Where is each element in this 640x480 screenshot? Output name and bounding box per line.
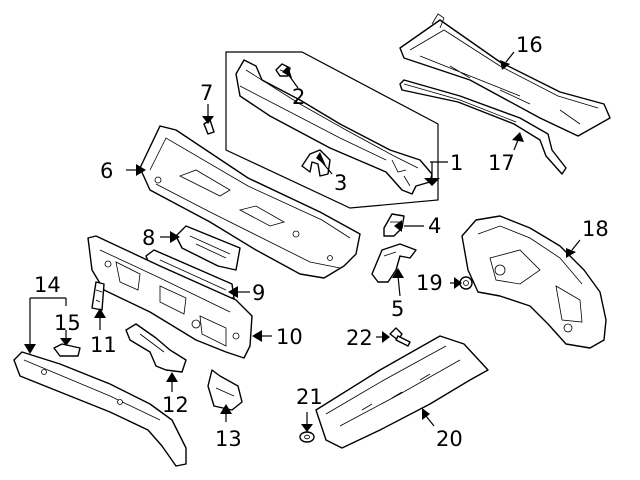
callout-9: 9 — [252, 281, 265, 305]
part-1-group-box — [225, 51, 439, 209]
part-19-grommet — [459, 276, 473, 290]
callout-21: 21 — [296, 385, 323, 409]
part-13-bracket — [207, 369, 243, 411]
callout-7: 7 — [200, 81, 213, 105]
part-12-bracket — [125, 323, 187, 373]
callout-19: 19 — [416, 271, 443, 295]
callout-12: 12 — [162, 393, 189, 417]
callout-3: 3 — [334, 171, 347, 195]
callout-14: 14 — [34, 273, 61, 297]
callout-labels: 1 2 3 4 5 6 7 8 9 10 11 12 13 14 15 16 1… — [34, 33, 609, 451]
callout-15: 15 — [54, 311, 81, 335]
callout-17: 17 — [488, 151, 515, 175]
part-16-cowl-panel — [399, 13, 611, 137]
part-5-bracket — [371, 243, 417, 283]
leader-lines — [24, 51, 581, 432]
callout-8: 8 — [142, 226, 155, 250]
callout-20: 20 — [436, 427, 463, 451]
callout-6: 6 — [100, 159, 113, 183]
part-22-bolt — [389, 327, 411, 347]
callout-10: 10 — [276, 325, 303, 349]
part-6-cowl-panel — [139, 125, 361, 279]
callout-11: 11 — [90, 333, 117, 357]
part-3-bracket — [301, 149, 331, 177]
callout-16: 16 — [516, 33, 543, 57]
callout-22: 22 — [346, 326, 373, 350]
part-20-floor-panel — [315, 335, 489, 449]
callout-4: 4 — [428, 214, 441, 238]
part-18-insulator — [461, 215, 607, 349]
part-8-reinforcement — [175, 225, 241, 271]
callout-5: 5 — [391, 297, 404, 321]
part-17-seal-strip — [399, 79, 567, 175]
part-15-plate — [53, 343, 81, 357]
callout-13: 13 — [215, 427, 242, 451]
callout-1: 1 — [450, 151, 463, 175]
part-21-washer — [299, 431, 315, 443]
callout-18: 18 — [582, 217, 609, 241]
part-14-crossmember — [13, 351, 187, 467]
callout-2: 2 — [292, 85, 305, 109]
part-1-cowl-assembly — [235, 59, 433, 195]
part-11-strip — [91, 281, 105, 311]
